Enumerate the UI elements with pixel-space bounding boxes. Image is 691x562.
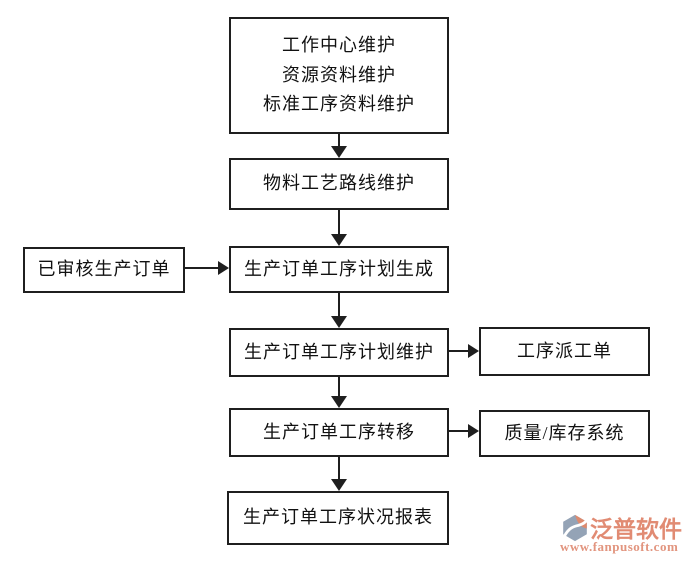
hexagon-swoosh-icon (563, 514, 589, 542)
edge-maintain-to-transfer-line (338, 377, 340, 398)
node-quality-inventory-system: 质量/库存系统 (479, 410, 650, 457)
arrow-right-icon (468, 344, 479, 358)
brand-url: www.fanpusoft.com (560, 539, 679, 554)
edge-routing-to-generate-line (338, 210, 340, 236)
arrow-down-icon (331, 146, 347, 158)
arrow-down-icon (331, 479, 347, 491)
arrow-right-icon (468, 424, 479, 438)
edge-master-to-routing-line (338, 134, 340, 148)
node-master-data-line2: 资源资料维护 (282, 64, 396, 85)
brand-watermark: 泛普软件 www.fanpusoft.com (556, 506, 691, 558)
edge-approved-to-generate-line (185, 267, 219, 269)
node-master-data: 工作中心维护 资源资料维护 标准工序资料维护 (229, 17, 449, 134)
node-master-data-line1: 工作中心维护 (282, 35, 396, 56)
node-master-data-line3: 标准工序资料维护 (263, 94, 415, 115)
edge-maintain-to-dispatch-line (449, 350, 469, 352)
arrow-down-icon (331, 234, 347, 246)
arrow-down-icon (331, 396, 347, 408)
node-approved-production-order: 已审核生产订单 (23, 247, 185, 293)
node-routing-maintenance: 物料工艺路线维护 (229, 158, 449, 210)
edge-generate-to-maintain-line (338, 293, 340, 318)
node-dispatch-ticket: 工序派工单 (479, 327, 650, 376)
edge-transfer-to-report-line (338, 457, 340, 481)
node-operation-plan-generate: 生产订单工序计划生成 (229, 246, 449, 293)
brand-name: 泛普软件 (590, 517, 682, 542)
node-operation-transfer: 生产订单工序转移 (229, 408, 449, 457)
node-operation-status-report: 生产订单工序状况报表 (227, 491, 449, 545)
node-operation-plan-maintain: 生产订单工序计划维护 (229, 328, 449, 377)
edge-transfer-to-quality-line (449, 430, 469, 432)
arrow-down-icon (331, 316, 347, 328)
arrow-right-icon (218, 261, 229, 275)
